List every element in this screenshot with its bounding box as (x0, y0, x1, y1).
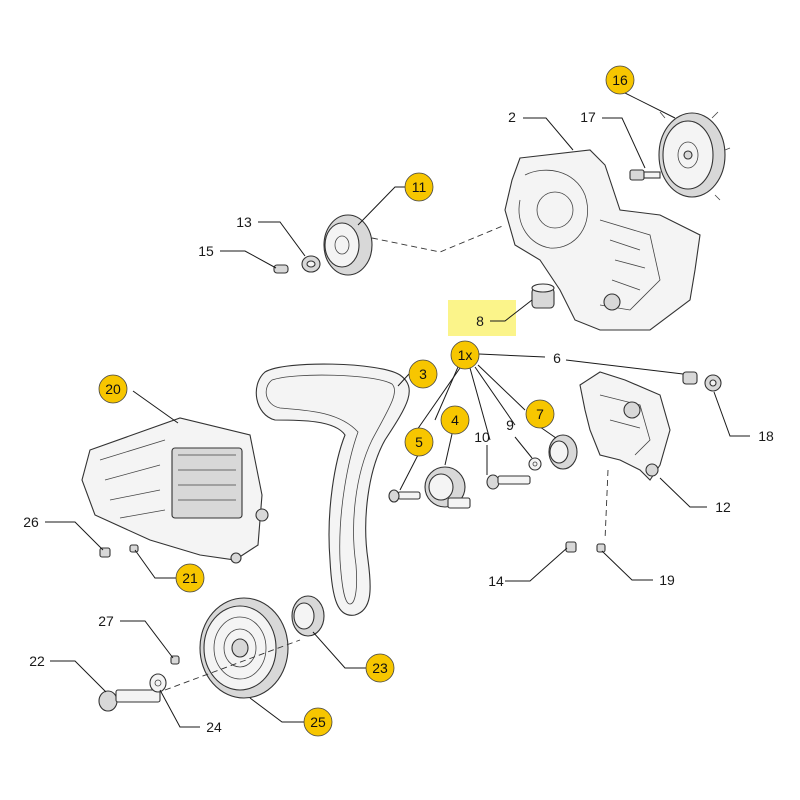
svg-text:21: 21 (182, 570, 198, 586)
pulley-key (273, 264, 289, 274)
svg-text:3: 3 (419, 366, 427, 382)
crankshaft-sprocket (291, 595, 325, 637)
label-19: 19 (659, 572, 675, 588)
svg-text:23: 23 (372, 660, 388, 676)
label-22: 22 (29, 653, 45, 669)
badge-7: 7 (525, 399, 555, 429)
badge-21: 21 (175, 563, 205, 593)
badge-5: 5 (404, 427, 434, 457)
bushing (531, 283, 555, 309)
idler-washer (528, 457, 542, 471)
auxiliary-pulley (323, 214, 373, 276)
svg-text:7: 7 (536, 406, 544, 422)
svg-text:11: 11 (412, 179, 427, 195)
svg-text:1x: 1x (458, 347, 473, 363)
badge-23: 23 (365, 653, 395, 683)
label-14: 14 (488, 573, 504, 589)
highlight-box-8 (448, 300, 516, 336)
idler-pulley (548, 434, 578, 470)
nut-6 (682, 371, 698, 385)
crankshaft-damper-pulley (199, 597, 289, 699)
cover-bolt-26 (99, 547, 111, 558)
bracket-dash-line (604, 469, 609, 541)
engine-block (504, 149, 701, 331)
svg-text:16: 16 (612, 72, 628, 88)
label-10: 10 (474, 429, 490, 445)
label-15: 15 (198, 243, 214, 259)
label-2: 2 (508, 109, 516, 125)
tensioner-bolt (388, 489, 421, 503)
svg-text:5: 5 (415, 434, 423, 450)
label-24: 24 (206, 719, 222, 735)
leader-lines (45, 88, 750, 728)
timing-cover (81, 417, 269, 564)
label-13: 13 (236, 214, 252, 230)
cover-bolt-21 (129, 544, 139, 553)
nut-18 (704, 374, 722, 392)
badge-20: 20 (98, 374, 128, 404)
idler-bolt (486, 474, 531, 490)
bolt-19 (596, 543, 606, 553)
badge-4: 4 (440, 405, 470, 435)
label-12: 12 (715, 499, 731, 515)
badge-1x: 1x (450, 340, 480, 370)
crank-axis-line (164, 639, 301, 691)
label-8: 8 (476, 313, 484, 329)
label-27: 27 (98, 613, 114, 629)
bolt-14 (565, 541, 577, 553)
timing-belt (255, 363, 410, 616)
mounting-bracket (579, 371, 671, 481)
label-17: 17 (580, 109, 596, 125)
label-18: 18 (758, 428, 774, 444)
svg-text:4: 4 (451, 412, 459, 428)
svg-text:20: 20 (105, 381, 121, 397)
pulley-washer (301, 255, 321, 273)
badge-25: 25 (303, 707, 333, 737)
crankshaft-bolt (98, 689, 161, 712)
badge-11: 11 (404, 172, 434, 202)
shaft-line-11 (371, 224, 506, 253)
svg-text:25: 25 (310, 714, 326, 730)
tensioner-pulley (424, 466, 471, 509)
label-26: 26 (23, 514, 39, 530)
badge-3: 3 (408, 359, 438, 389)
label-6: 6 (553, 350, 561, 366)
camshaft-bolt (629, 169, 661, 181)
label-9: 9 (506, 417, 514, 433)
badge-16: 16 (605, 65, 635, 95)
crankshaft-washer (149, 673, 167, 693)
camshaft-pulley (658, 111, 731, 201)
